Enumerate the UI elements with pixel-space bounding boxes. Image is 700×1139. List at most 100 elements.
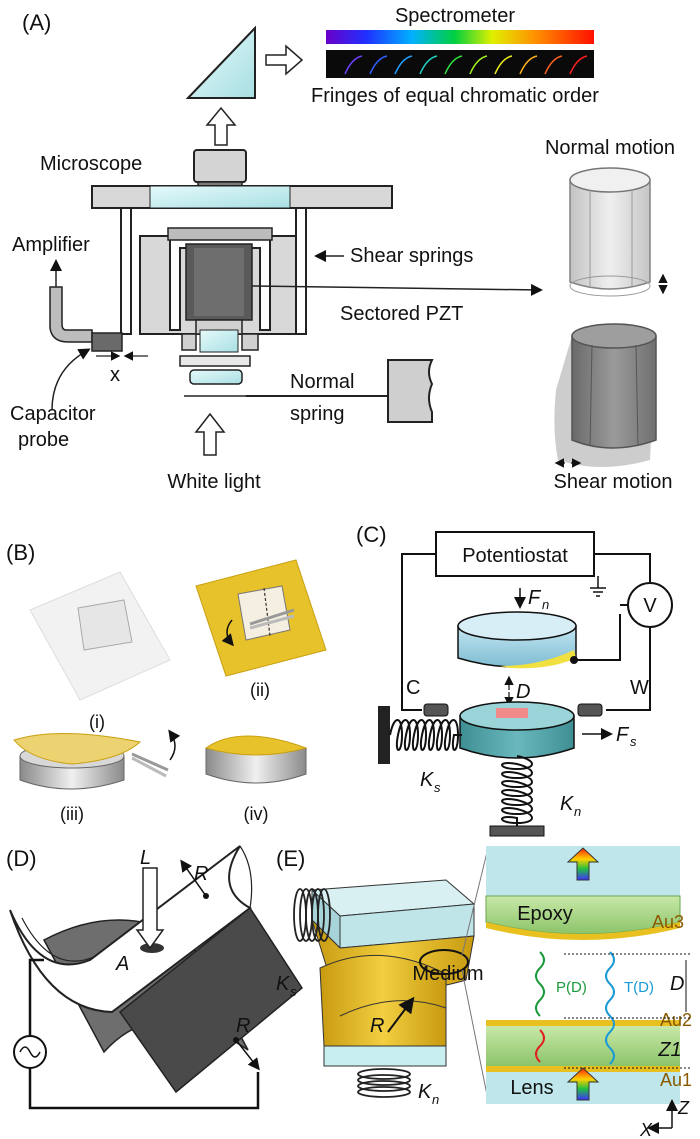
au2-layer [486,1020,680,1026]
step-i-label: (i) [89,712,105,732]
au2-label: Au2 [660,1010,692,1030]
medium-label: Medium [412,963,483,985]
step-iii-arrow [168,729,181,761]
normal-motion-cylinder [569,167,651,297]
au1-label: Au1 [660,1070,692,1090]
step-ii-arrow [221,619,234,647]
kn-coil [357,1068,411,1098]
fringe-arcs [344,55,588,75]
lens-ring [179,355,251,367]
upper-rear-edge [239,845,253,909]
r-lower-label: R [236,1015,250,1037]
kn-label: K [560,793,575,815]
lens-lower [189,369,243,385]
step-ii-label: (ii) [250,680,270,700]
e-kn-sub: n [432,1092,439,1107]
fs-sub: s [630,734,637,749]
amplifier-label: Amplifier [12,234,90,256]
fn-label: F [528,587,542,609]
step-iii-label: (iii) [60,804,84,824]
voltmeter-label: V [643,595,657,617]
ks-sub: s [434,780,441,795]
housing-cap [167,227,273,241]
upper-disk [457,611,578,669]
capacitor-label-2: probe [18,429,69,451]
panel-d-letter: (D) [6,846,37,871]
wire-working [606,628,651,711]
d-label: D [516,681,530,703]
shear-springs-label: Shear springs [350,245,473,267]
wire-top-right [594,553,651,582]
wire-voltmeter [576,614,621,661]
panel-e: (E) K s K [276,846,692,1139]
shear-motion-label: Shear motion [554,471,673,493]
r-lower-arrow [235,1039,260,1071]
top-window [149,185,291,209]
normal-spring-mount [387,359,434,423]
working-electrode [577,703,603,717]
r-upper-arrow [180,859,207,897]
capacitor-probe [91,332,123,352]
a-label: A [115,953,129,975]
shear-motion-cylinder [554,323,657,467]
panel-c-letter: (C) [356,522,387,547]
x-label: x [110,364,120,386]
hollow-arrow-right [265,44,304,76]
upper-cylinder [9,845,252,1014]
step-i-mica [77,599,133,651]
panel-b-letter: (B) [6,540,35,565]
pd-label: P(D) [556,979,587,996]
zoom-line-bottom [461,969,489,1101]
step-ii-tweezers [249,608,295,626]
ks-label: K [420,769,435,791]
fs-label: F [616,724,630,746]
e-r-label: R [370,1015,384,1037]
zoom-line-top [461,847,489,956]
fn-sub: n [542,597,549,612]
working-label: W [630,677,649,699]
rainbow-arrow-bottom [566,1067,600,1101]
ks-wall [378,706,390,764]
fringe-image [326,50,594,78]
red-wave [535,1029,545,1063]
pd-wave [535,951,545,1017]
lens-holder [181,319,259,351]
microscope-label: Microscope [40,153,142,175]
panel-d: (D) A L R R [6,845,303,1110]
panel-a-letter: (A) [22,10,51,35]
counter-label: C [406,677,420,699]
kn-spring [501,755,533,826]
ac-source-icon [19,1046,41,1058]
spectrometer-label: Spectrometer [395,5,515,27]
normal-spring-label-2: spring [290,403,344,425]
r-upper-label: R [194,863,208,885]
lower-cylinder-face [118,906,303,1094]
sectored-pzt-label: Sectored PZT [340,303,463,325]
step-iv-disk [204,735,308,784]
potentiostat-label: Potentiostat [462,545,568,567]
white-light-arrow [194,412,226,456]
step-iii-disk [13,733,169,790]
probe-cable [49,286,93,343]
z1-layer [486,1026,680,1066]
z-axis-label: Z [677,1098,690,1118]
ks-coil [293,888,331,942]
ac-wire-top [28,958,44,1036]
l-label: L [140,847,151,869]
e-d-label: D [670,973,684,995]
step-ii-tweezers-2 [249,614,295,630]
normal-spring-label-1: Normal [290,371,354,393]
z1-label: Z1 [657,1039,681,1061]
e-r-arrow [387,996,415,1033]
e-ks-label: K [276,973,291,995]
lower-block [319,954,447,1067]
ground-icon [590,576,606,597]
rainbow-arrow-top [566,847,600,881]
upper-inner-edge [21,917,97,962]
normal-motion-label: Normal motion [545,137,675,159]
ac-wire-bottom [28,1068,260,1110]
r-upper-center [203,893,209,899]
zoom-circle [419,949,469,975]
panel-c: (C) Potentiostat V C W F n [356,522,673,837]
